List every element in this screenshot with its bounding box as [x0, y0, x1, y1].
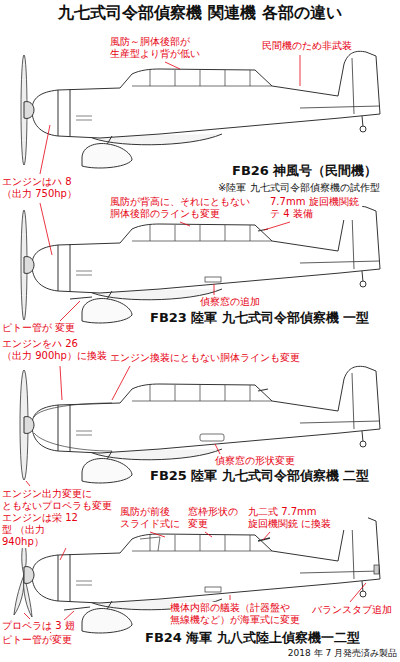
callout-label: エンジンをハ 26 （出力 900hp）に換装: [2, 338, 107, 362]
callout-label: エンジン換装にともない胴体ラインも変更: [110, 352, 300, 364]
callout-label: 民間機のため非武装: [262, 40, 352, 52]
callout-label: 機体内部の艤装（計器盤や 無線機など）が海軍式に変更: [170, 602, 305, 626]
callout-label: 風防が前後 スライド式に: [120, 506, 184, 530]
callout-label: エンジンはハ 8 （出力 750hp）: [2, 176, 80, 200]
aircraft-name: FB24 海軍 九八式陸上偵察機一二型: [145, 630, 360, 646]
aircraft-name: FB25 陸軍 九七式司令部偵察機 二型: [150, 468, 369, 484]
callout-label: 窓枠形状の 変更: [188, 506, 243, 530]
aircraft-name: FB23 陸軍 九七式司令部偵察機 一型: [150, 310, 369, 326]
callout-label: 偵察窓の追加: [200, 296, 260, 308]
callout-label: 7.7mm 旋回機関銃 テ 4 装備: [270, 196, 362, 220]
callout-label: バランスタブ追加: [312, 604, 392, 616]
aircraft-name: FB26 神風号（民間機）: [232, 163, 377, 179]
callout-label: エンジン出力変更に ともないプロペラも変更: [2, 488, 117, 512]
callout-label: 風防が背高に、それにともない 胴体後部のラインも変更: [110, 196, 255, 220]
note: 2018 年 7 月発売済み製品: [288, 648, 397, 659]
callout-label: 偵察窓の形状変更: [215, 455, 295, 467]
note: ※陸軍 九七式司令部偵察機の試作型: [218, 182, 380, 194]
callout-label: ピトー管が変更: [2, 634, 72, 646]
callout-label: プロペラは 3 翅: [2, 620, 75, 632]
callout-label: ピトー管が 変更: [2, 322, 75, 334]
callout-label: 九二式 7.7mm 旋回機関銃 に換装: [248, 506, 368, 530]
title: 九七式司令部偵察機 関連機 各部の違い: [0, 3, 400, 22]
callout-label: 風防～胴体後部が 生産型より背が低い: [110, 36, 206, 60]
callout-label: エンジンは栄 12 型 （出力 940hp）: [2, 512, 84, 548]
